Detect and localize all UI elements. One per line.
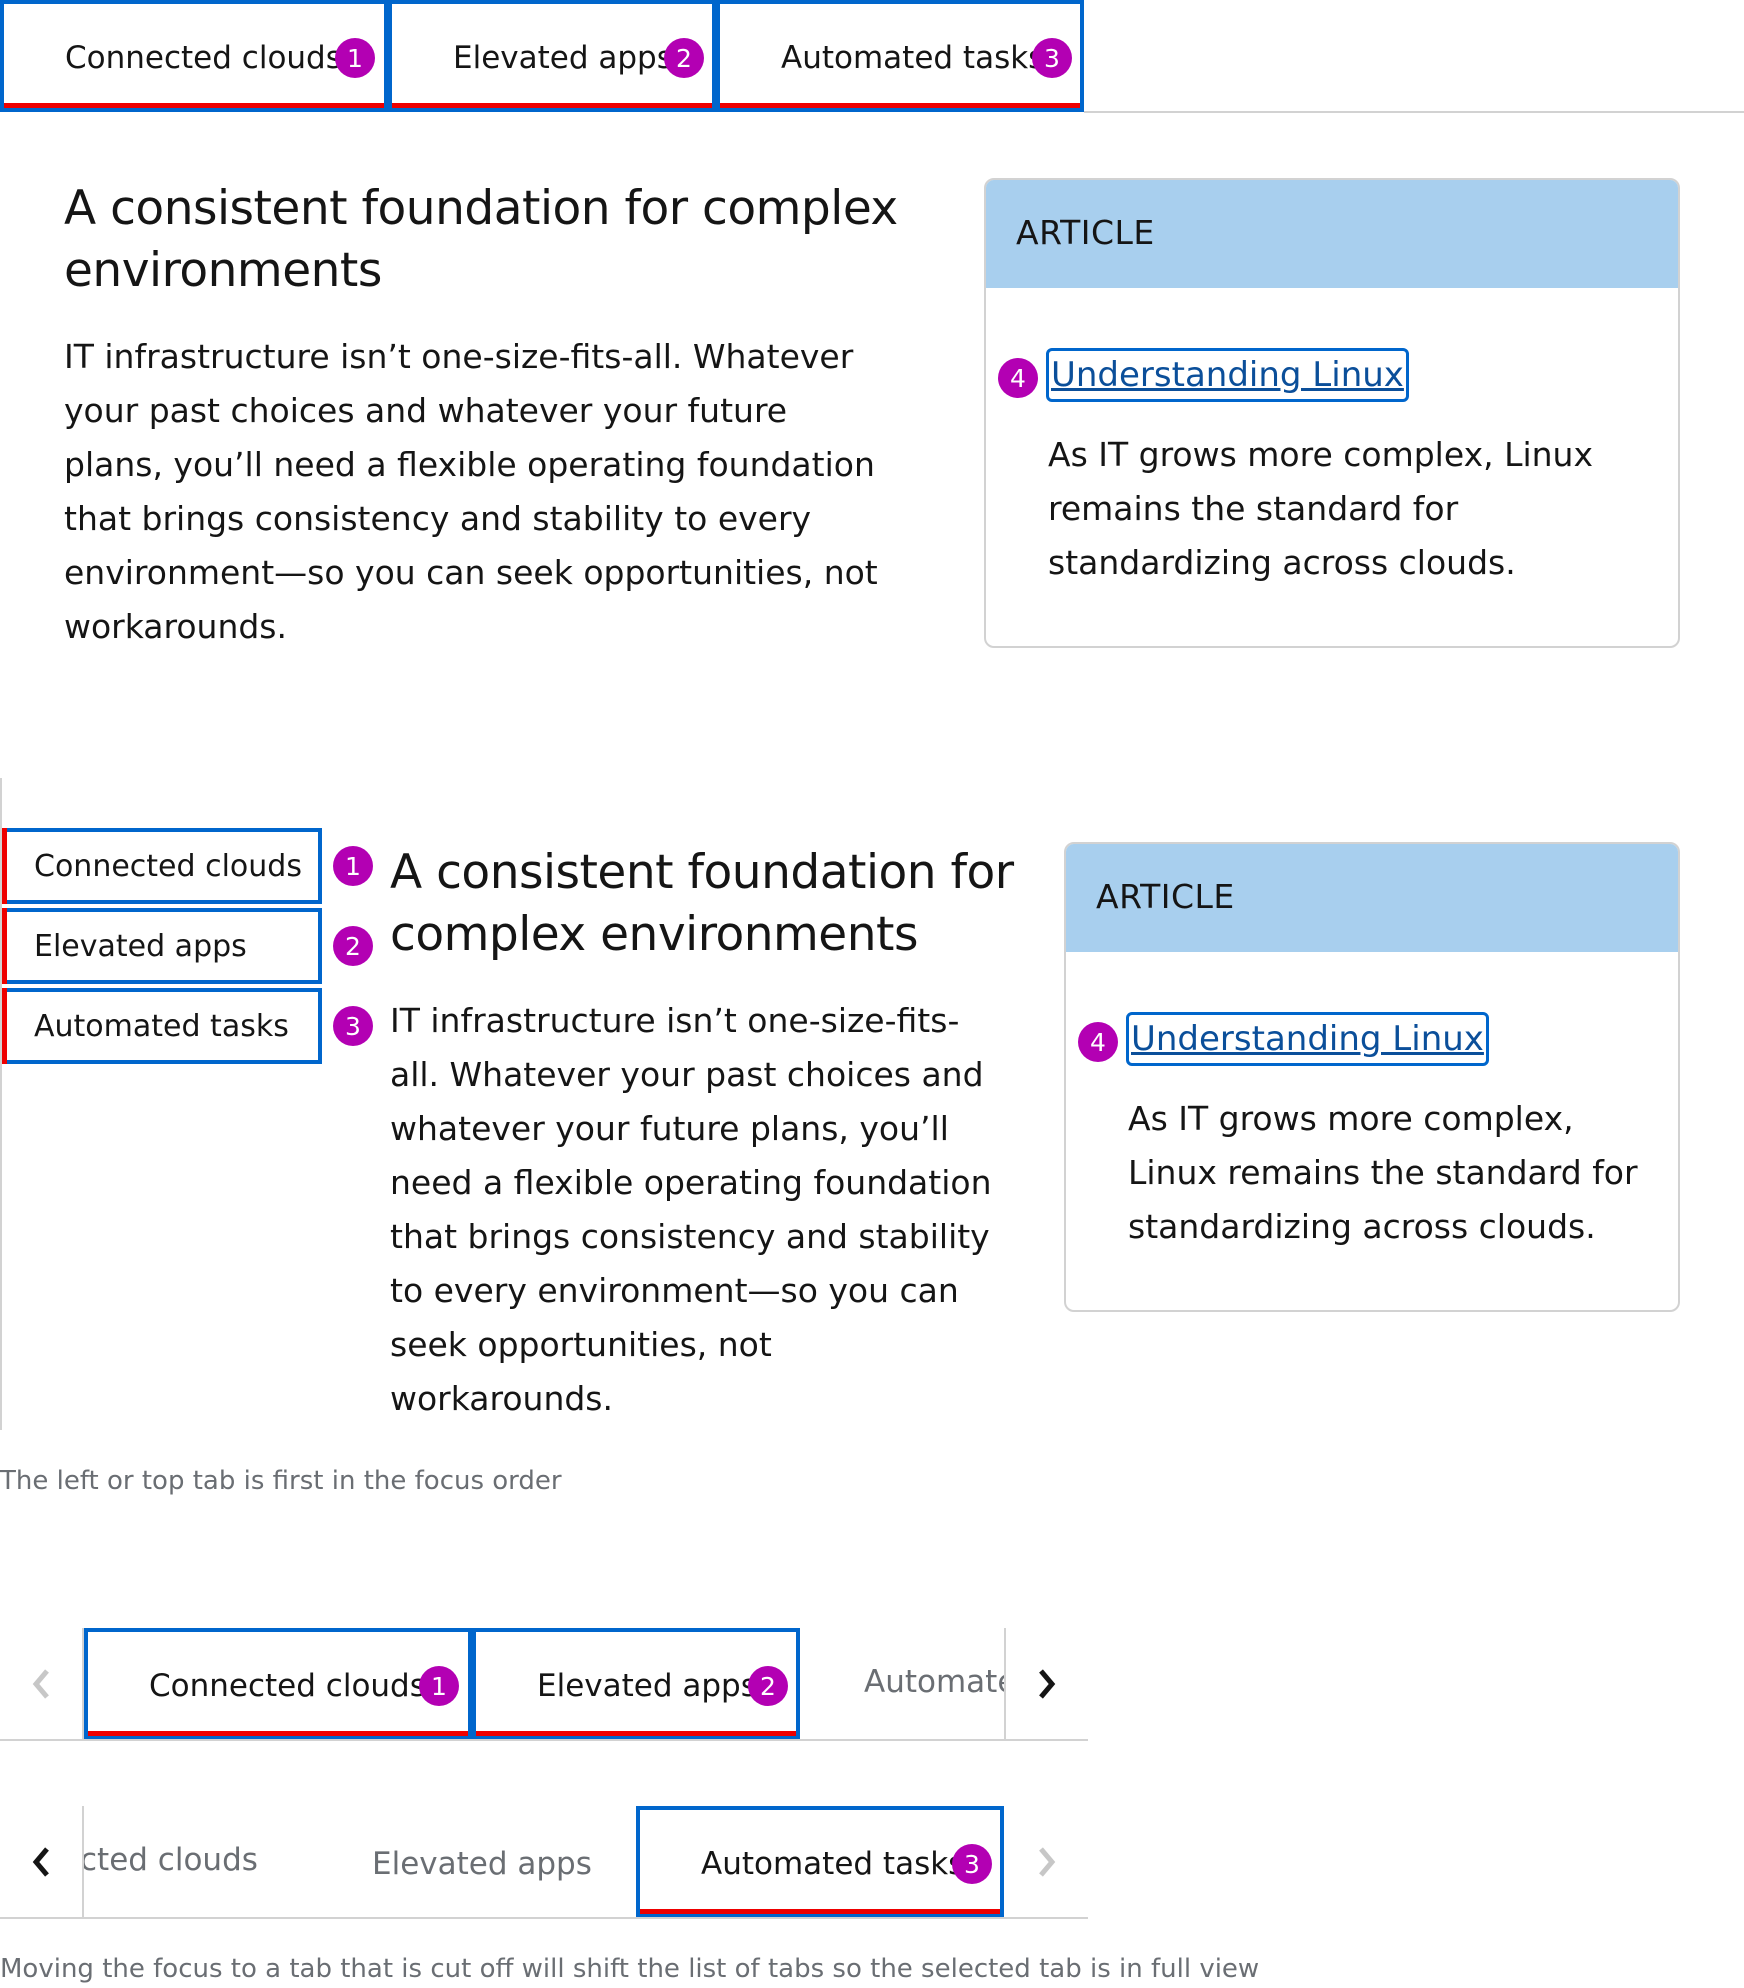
- tab-automated-tasks[interactable]: Automated tasks 3: [636, 1806, 1004, 1918]
- tab-automated-tasks-clipped[interactable]: Automate: [800, 1628, 1004, 1740]
- chevron-right-icon: [1039, 1669, 1056, 1699]
- tab-label: Elevated apps: [34, 928, 247, 964]
- active-tab-indicator: [2, 828, 7, 904]
- card-header: ARTICLE: [986, 180, 1678, 288]
- section-heading: A consistent foundation for complex envi…: [64, 181, 898, 298]
- tab-elevated-apps[interactable]: Elevated apps 2: [388, 0, 716, 112]
- tab-elevated-apps[interactable]: Elevated apps: [2, 908, 322, 984]
- tab-label: Automate: [864, 1664, 1004, 1700]
- focus-order-badge: 1: [335, 38, 375, 78]
- tab-list-right-edge: [1004, 1628, 1006, 1740]
- tab-connected-clouds[interactable]: Connected clouds: [2, 828, 322, 904]
- chevron-right-icon: [1039, 1847, 1056, 1877]
- tab-label: Elevated apps: [537, 1668, 757, 1704]
- active-tab-indicator: [640, 1909, 1000, 1914]
- focus-order-badge: 3: [333, 1006, 373, 1046]
- tab-automated-tasks[interactable]: Automated tasks: [2, 988, 322, 1064]
- focus-order-badge: 4: [998, 358, 1038, 398]
- focus-order-badge: 1: [333, 846, 373, 886]
- tab-label: Connected clouds: [65, 40, 342, 76]
- card-header-label: ARTICLE: [1096, 877, 1235, 916]
- example2-caption: The left or top tab is first in the focu…: [0, 1466, 562, 1496]
- article-card: ARTICLE 4 Understanding Linux As IT grow…: [1064, 842, 1680, 1312]
- chevron-left-icon: [32, 1847, 49, 1877]
- understanding-linux-link[interactable]: Understanding Linux: [1046, 348, 1409, 402]
- active-tab-indicator: [88, 1731, 468, 1736]
- active-tab-indicator: [2, 988, 7, 1064]
- article-card: ARTICLE 4 Understanding Linux As IT grow…: [984, 178, 1680, 648]
- tab-list-left-edge: [82, 1628, 84, 1740]
- example3-caption: Moving the focus to a tab that is cut of…: [0, 1954, 1260, 1984]
- active-tab-indicator: [476, 1731, 796, 1736]
- section-body: IT infrastructure isn’t one-size-fits-al…: [390, 1001, 992, 1418]
- focus-order-badge: 3: [1032, 38, 1072, 78]
- tab-connected-clouds[interactable]: Connected clouds 1: [84, 1628, 472, 1740]
- tab-label: Elevated apps: [453, 40, 673, 76]
- tab-connected-clouds-clipped[interactable]: cted clouds: [84, 1806, 304, 1918]
- chevron-left-icon: [32, 1669, 49, 1699]
- tab-list-border: [1084, 111, 1744, 113]
- tab-label: cted clouds: [84, 1842, 258, 1878]
- focus-order-badge: 2: [664, 38, 704, 78]
- understanding-linux-link[interactable]: Understanding Linux: [1126, 1012, 1489, 1066]
- section-body: IT infrastructure isn’t one-size-fits-al…: [64, 337, 878, 646]
- focus-order-badge: 1: [419, 1666, 459, 1706]
- active-tab-indicator: [720, 103, 1080, 108]
- card-header: ARTICLE: [1066, 844, 1678, 952]
- card-header-label: ARTICLE: [1016, 213, 1155, 252]
- active-tab-indicator: [4, 103, 384, 108]
- tab-label: Automated tasks: [34, 1008, 289, 1044]
- tab-connected-clouds[interactable]: Connected clouds 1: [0, 0, 388, 112]
- active-tab-indicator: [392, 103, 712, 108]
- scroll-left-button[interactable]: [22, 1664, 62, 1704]
- scroll-left-button[interactable]: [22, 1842, 62, 1882]
- tab-label: Automated tasks: [781, 40, 1045, 76]
- active-tab-indicator: [2, 908, 7, 984]
- tab-elevated-apps[interactable]: Elevated apps: [304, 1806, 636, 1918]
- tab-list-left-edge: [82, 1806, 84, 1918]
- scroll-right-button[interactable]: [1026, 1842, 1066, 1882]
- tab-label: Automated tasks: [701, 1846, 965, 1882]
- focus-order-badge: 2: [333, 926, 373, 966]
- card-description: As IT grows more complex, Linux remains …: [1048, 435, 1593, 582]
- section-heading: A consistent foundation for complex envi…: [390, 845, 1014, 962]
- card-description: As IT grows more complex, Linux remains …: [1128, 1099, 1638, 1246]
- tab-automated-tasks[interactable]: Automated tasks 3: [716, 0, 1084, 112]
- focus-order-badge: 2: [748, 1666, 788, 1706]
- tab-elevated-apps[interactable]: Elevated apps 2: [472, 1628, 800, 1740]
- tab-label: Connected clouds: [149, 1668, 426, 1704]
- focus-order-badge: 3: [952, 1844, 992, 1884]
- focus-order-badge: 4: [1078, 1022, 1118, 1062]
- tab-list-border: [0, 1917, 1088, 1919]
- tab-list-border: [0, 1739, 1088, 1741]
- scroll-right-button[interactable]: [1026, 1664, 1066, 1704]
- tab-label: Connected clouds: [34, 848, 302, 884]
- tab-label: Elevated apps: [372, 1846, 592, 1882]
- example-divider: [0, 778, 2, 1430]
